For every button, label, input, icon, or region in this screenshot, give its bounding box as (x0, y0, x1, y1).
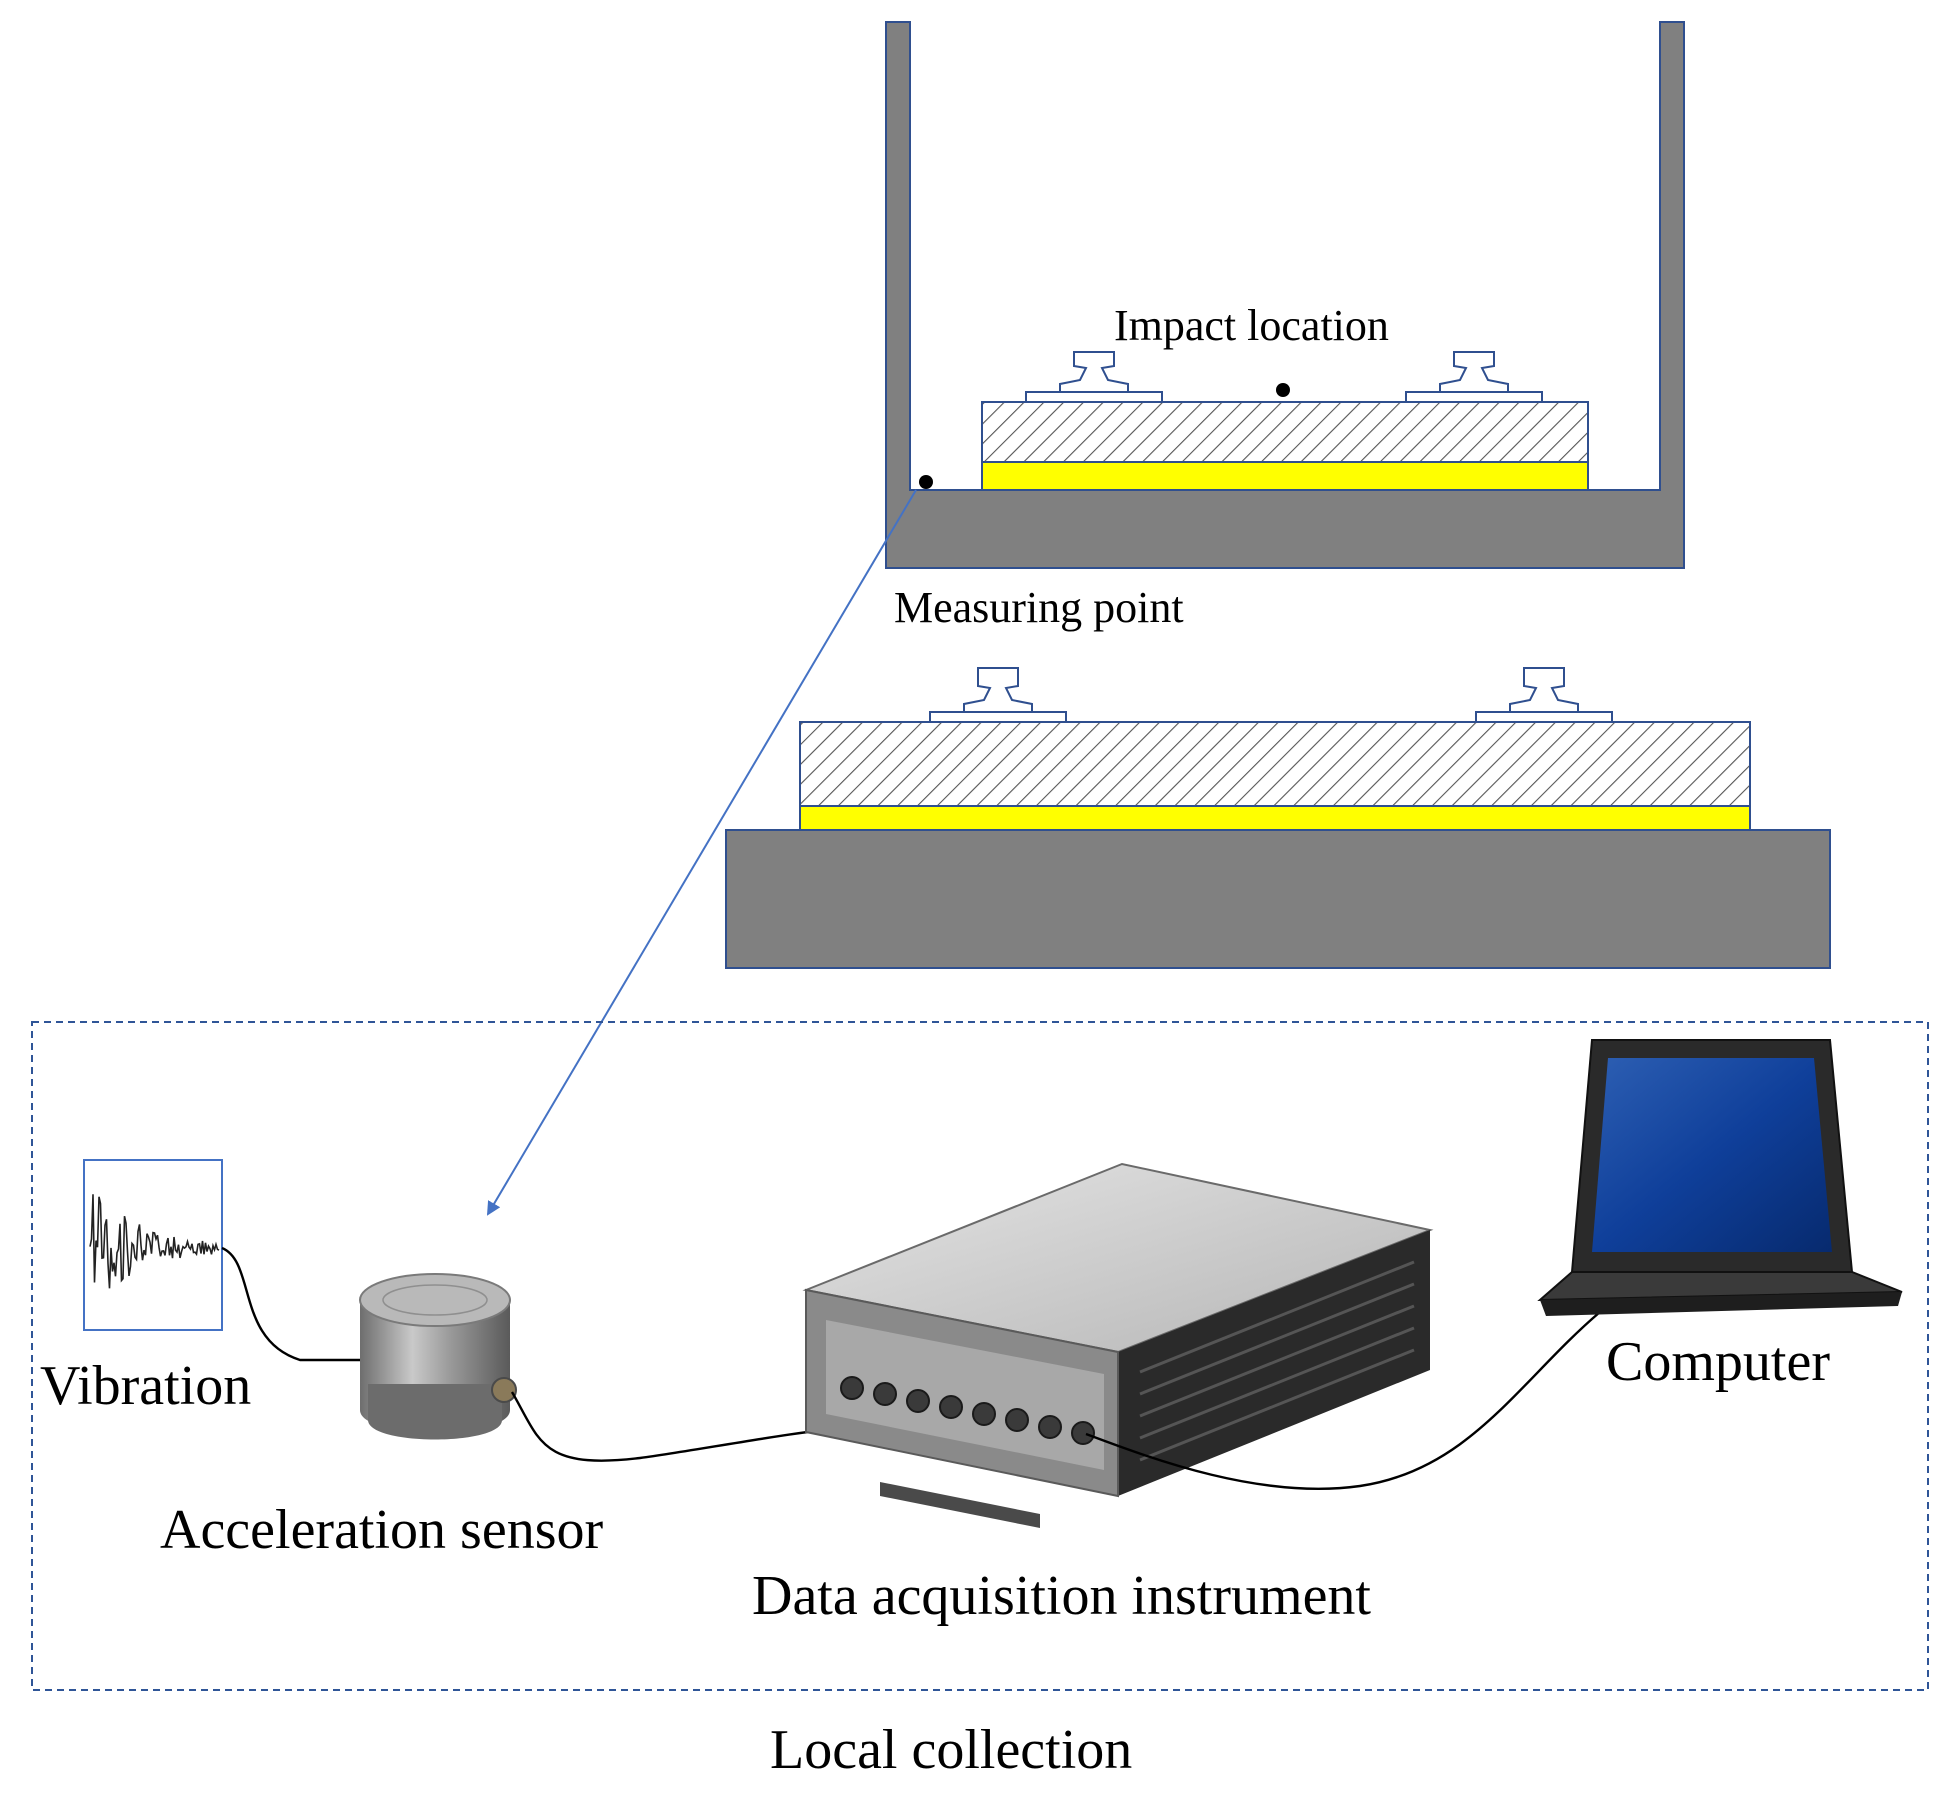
measuring-point-arrow (486, 489, 917, 1216)
tunnel-section: Impact location Measuring point (885, 21, 1685, 632)
foundation-base (725, 829, 1831, 969)
daq-channel-connectors (840, 1376, 1095, 1445)
track-structure-section (725, 667, 1831, 969)
vibration-signal: Vibration (40, 1159, 251, 1417)
rail-right-top (1405, 351, 1543, 403)
rail-left (929, 667, 1067, 723)
tunnel-elastic-layer (981, 461, 1589, 491)
cable-sensor-daq (510, 1391, 861, 1462)
elastic-layer (799, 805, 1751, 831)
track-slab (799, 721, 1751, 807)
sensor-connector (491, 1377, 517, 1403)
measuring-point-dot (919, 475, 933, 489)
measuring-point-label: Measuring point (894, 583, 1184, 632)
local-collection-label: Local collection (770, 1719, 1132, 1781)
rail-left-top (1025, 351, 1163, 403)
impact-location-label: Impact location (1114, 301, 1389, 350)
computer: Computer (1537, 1039, 1903, 1393)
vibration-waveform (89, 1194, 220, 1289)
acceleration-sensor: Acceleration sensor (160, 1273, 603, 1561)
laptop-screen (1592, 1058, 1832, 1252)
data-acquisition-instrument: Data acquisition instrument (752, 1162, 1434, 1627)
cable-daq-computer (1085, 1311, 1601, 1490)
sensor-top-face (359, 1273, 511, 1327)
rail-right (1475, 667, 1613, 723)
vibration-label: Vibration (40, 1355, 251, 1417)
impact-location-dot (1276, 383, 1290, 397)
cable-vibration-sensor (221, 1246, 368, 1362)
acceleration-sensor-label: Acceleration sensor (160, 1499, 603, 1561)
tunnel-track-slab (981, 401, 1589, 463)
computer-label: Computer (1606, 1331, 1830, 1393)
data-acquisition-instrument-label: Data acquisition instrument (752, 1565, 1371, 1627)
local-collection-border (31, 1021, 1929, 1691)
tunnel-u-shape (885, 21, 1685, 569)
